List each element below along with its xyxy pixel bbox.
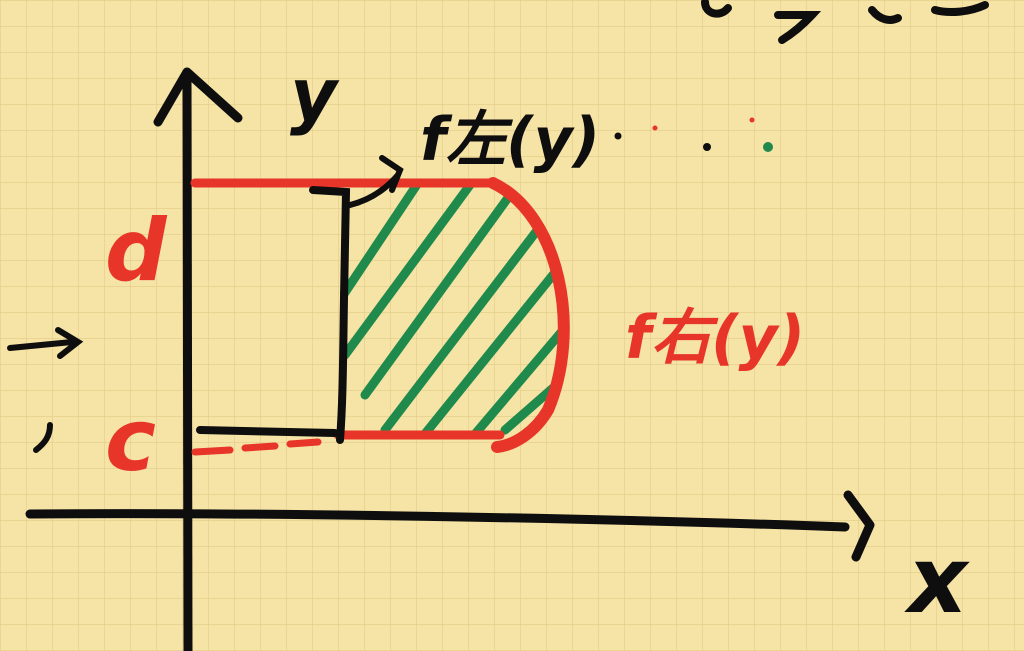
left-side-arrow bbox=[7, 327, 84, 359]
right-curve bbox=[487, 177, 570, 453]
left-side-comma bbox=[33, 422, 53, 453]
cropped-top-strokes bbox=[701, 0, 989, 44]
y-axis bbox=[182, 70, 193, 651]
dots bbox=[614, 117, 773, 152]
right-curve-label: f右(y) bbox=[625, 303, 805, 373]
x-axis-label: x bbox=[904, 527, 970, 634]
axes bbox=[25, 67, 875, 651]
mark-d-label: d bbox=[105, 201, 168, 301]
x-axis bbox=[25, 509, 850, 532]
pointer-arrow-to-left-curve bbox=[347, 155, 404, 208]
y-axis-arrowhead bbox=[153, 67, 243, 127]
x-axis-arrowhead bbox=[843, 490, 875, 562]
bottom-connector bbox=[196, 426, 339, 437]
left-curve bbox=[309, 186, 351, 444]
left-curve-label: f左(y) bbox=[420, 105, 600, 175]
y-axis-label: y bbox=[290, 53, 340, 137]
mark-c-label: c bbox=[105, 391, 156, 491]
black-left-boundary bbox=[7, 155, 404, 453]
line-y-c-dashed bbox=[191, 438, 322, 456]
red-region-boundary bbox=[190, 177, 570, 456]
